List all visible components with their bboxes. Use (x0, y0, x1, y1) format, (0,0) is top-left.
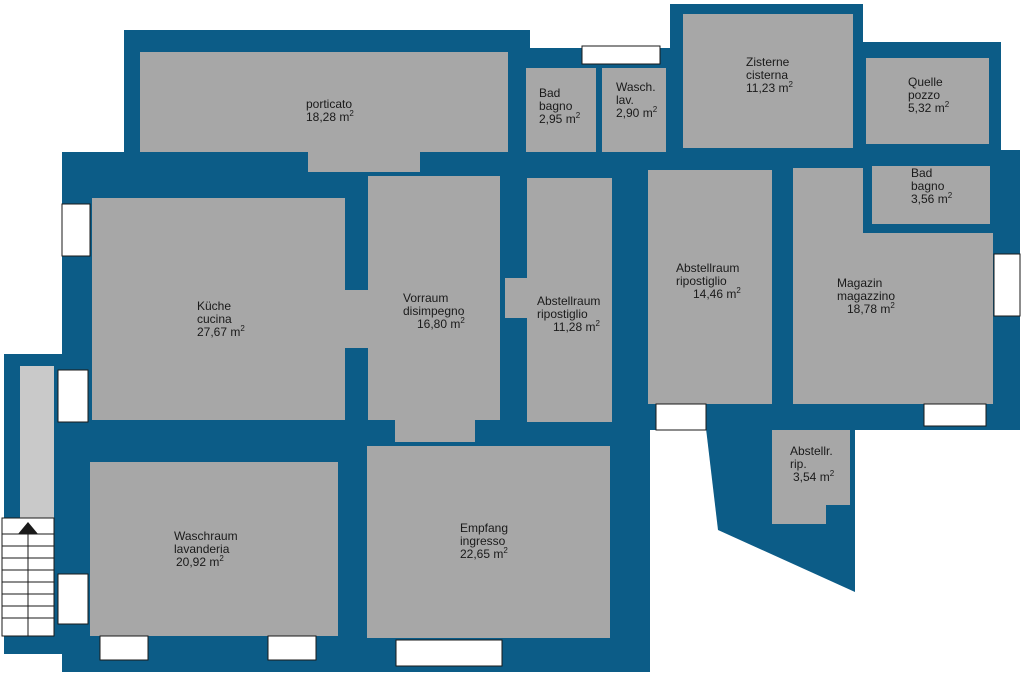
room-label-porticato-line-0: porticato (306, 97, 352, 111)
room-area-abstellraum-2: 14,46 m2 (693, 286, 741, 301)
room-label-waschraum-line-1: lavanderia (174, 542, 230, 556)
room-label-empfang-line-0: Empfang (460, 521, 508, 535)
room-area-kueche: 27,67 m2 (197, 324, 245, 339)
room-area-abstellr: 3,54 m2 (793, 469, 835, 484)
room-label-quelle-line-0: Quelle (908, 75, 943, 89)
room-label-bad-2-line-1: bagno (911, 179, 945, 193)
room-label-zisterne-line-1: cisterna (746, 68, 788, 82)
room-label-kueche-line-0: Küche (197, 299, 231, 313)
floors (20, 14, 993, 638)
stair-arrow-icon (18, 522, 38, 534)
room-label-kueche-line-1: cucina (197, 312, 232, 326)
room-label-magazin-line-1: magazzino (837, 289, 895, 303)
room-label-bad-1-line-0: Bad (539, 86, 560, 100)
room-label-vorraum-line-1: disimpegno (403, 304, 465, 318)
room-label-vorraum-line-0: Vorraum (403, 291, 448, 305)
room-area-quelle: 5,32 m2 (908, 100, 950, 115)
room-label-zisterne-line-0: Zisterne (746, 55, 790, 69)
room-label-wasch-line-1: lav. (616, 93, 634, 107)
room-label-abstellraum-2-line-1: ripostiglio (676, 274, 727, 288)
windows (57, 45, 1021, 667)
room-area-empfang: 22,65 m2 (460, 546, 508, 561)
room-area-magazin: 18,78 m2 (847, 301, 895, 316)
room-label-bad-1-line-1: bagno (539, 99, 573, 113)
room-label-abstellraum-2-line-0: Abstellraum (676, 261, 739, 275)
room-area-porticato: 18,28 m2 (306, 109, 354, 124)
stair (1, 517, 55, 637)
room-label-bad-2-line-0: Bad (911, 166, 932, 180)
room-area-vorraum: 16,80 m2 (417, 316, 465, 331)
room-area-waschraum: 20,92 m2 (176, 554, 224, 569)
room-area-bad-2: 3,56 m2 (911, 191, 953, 206)
room-label-magazin-line-0: Magazin (837, 276, 882, 290)
room-area-zisterne: 11,23 m2 (746, 80, 793, 95)
room-label-quelle-line-1: pozzo (908, 88, 940, 102)
room-label-abstellr-line-1: rip. (790, 457, 807, 471)
room-label-abstellraum-1-line-0: Abstellraum (537, 294, 600, 308)
room-label-abstellraum-1-line-1: ripostiglio (537, 307, 588, 321)
room-label-waschraum-line-0: Waschraum (174, 529, 238, 543)
room-area-bad-1: 2,95 m2 (539, 111, 581, 126)
room-label-abstellr-line-0: Abstellr. (790, 444, 833, 458)
room-label-empfang-line-1: ingresso (460, 534, 506, 548)
room-area-abstellraum-1: 11,28 m2 (553, 319, 600, 334)
room-area-wasch: 2,90 m2 (616, 105, 658, 120)
room-label-wasch-line-0: Wasch. (616, 80, 656, 94)
